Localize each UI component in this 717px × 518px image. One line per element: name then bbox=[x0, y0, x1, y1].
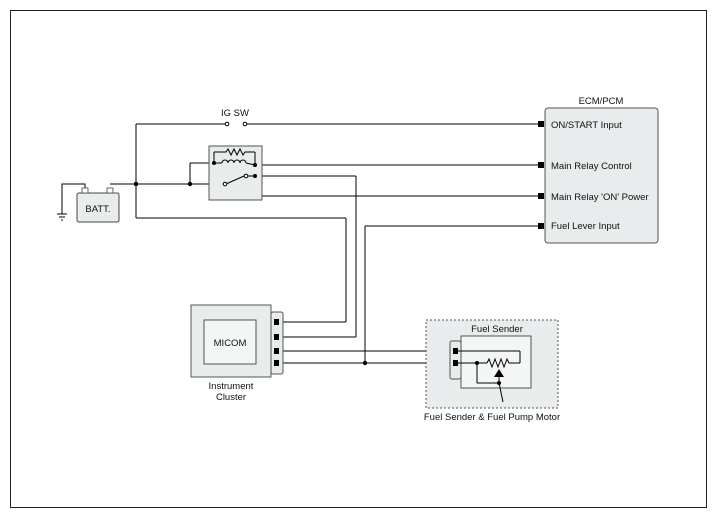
battery: BATT. bbox=[76, 187, 120, 223]
switch-contact bbox=[242, 121, 248, 127]
fuel-module-label: Fuel Sender & Fuel Pump Motor bbox=[424, 412, 560, 423]
pin-main-relay-on-power: Main Relay 'ON' Power bbox=[551, 192, 649, 203]
ecm-pcm: ECM/PCM ON/START Input Main Relay Contro… bbox=[538, 96, 659, 244]
battery-terminal-positive bbox=[106, 187, 114, 194]
relay-box bbox=[208, 145, 263, 201]
ground-symbol bbox=[57, 213, 67, 221]
fuel-sender-pin bbox=[453, 360, 458, 366]
switch-contact bbox=[224, 121, 230, 127]
cluster-pin bbox=[274, 334, 279, 340]
micom-label: MICOM bbox=[214, 338, 247, 349]
fuel-sender-module: Fuel Sender Fuel Sender & Fuel Pump Moto… bbox=[424, 319, 560, 423]
junction-dot bbox=[187, 181, 193, 187]
diagram-frame bbox=[10, 10, 707, 508]
junction-dot bbox=[133, 181, 139, 187]
relay-switch-arm bbox=[225, 175, 245, 185]
instrument-cluster: MICOM Instrument Cluster bbox=[190, 304, 284, 403]
micom-box bbox=[203, 319, 257, 365]
fuel-sender-pin bbox=[453, 348, 458, 354]
battery-terminal-negative bbox=[81, 187, 89, 194]
pin-fuel-lever-input: Fuel Lever Input bbox=[551, 221, 620, 232]
ecm-title: ECM/PCM bbox=[579, 96, 624, 107]
cluster-pin bbox=[274, 348, 279, 354]
ecm-box bbox=[544, 107, 659, 244]
ig-sw-label: IG SW bbox=[221, 108, 249, 119]
switch-contact bbox=[243, 173, 249, 179]
junction-dot bbox=[362, 360, 368, 366]
relay-coil bbox=[221, 159, 247, 164]
junction-dots bbox=[133, 181, 368, 366]
cluster-label-line1: Instrument bbox=[209, 381, 254, 392]
fuel-sender-title: Fuel Sender bbox=[471, 324, 523, 335]
variable-resistor bbox=[486, 357, 520, 369]
cluster-pin bbox=[274, 360, 279, 366]
main-relay bbox=[208, 145, 263, 201]
ecm-pin-connector bbox=[538, 162, 544, 168]
ecm-pin-connector bbox=[538, 193, 544, 199]
pin-on-start-input: ON/START Input bbox=[551, 120, 622, 131]
cluster-pin bbox=[274, 319, 279, 325]
pin-main-relay-control: Main Relay Control bbox=[551, 161, 632, 172]
cluster-connector bbox=[270, 311, 284, 375]
battery-box bbox=[76, 192, 120, 223]
ecm-pin-connector bbox=[538, 223, 544, 229]
battery-label: BATT. bbox=[85, 204, 110, 215]
switch-contact bbox=[222, 181, 228, 187]
relay-resistor bbox=[214, 147, 255, 157]
wiper-arrow bbox=[494, 369, 504, 377]
ig-switch: IG SW bbox=[221, 108, 249, 127]
cluster-label-line2: Cluster bbox=[216, 392, 246, 403]
ecm-pin-connector bbox=[538, 121, 544, 127]
